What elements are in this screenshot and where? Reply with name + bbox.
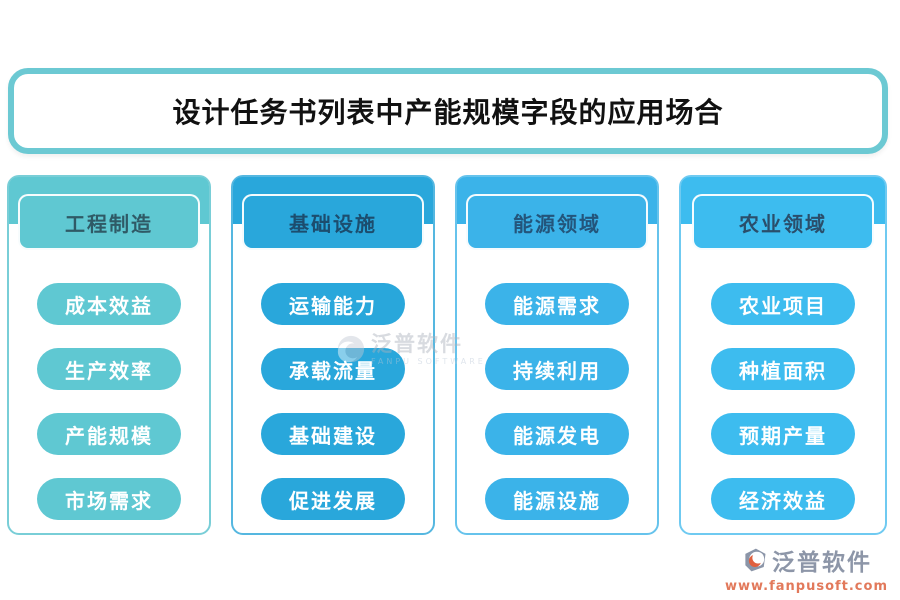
item-pill: 种植面积 <box>711 348 855 390</box>
item-pill: 成本效益 <box>37 283 181 325</box>
category-card-energy: 能源领域 能源需求 持续利用 能源发电 能源设施 <box>455 175 659 535</box>
category-header: 能源领域 <box>466 194 648 250</box>
category-header: 农业领域 <box>692 194 874 250</box>
category-header-label: 农业领域 <box>739 211 827 236</box>
item-pill: 基础建设 <box>261 413 405 455</box>
item-pill: 能源需求 <box>485 283 629 325</box>
category-header-label: 基础设施 <box>289 211 377 236</box>
item-pill: 持续利用 <box>485 348 629 390</box>
fanpu-brand: 泛普软件 www.fanpusoft.com <box>725 543 888 594</box>
category-header: 工程制造 <box>18 194 200 250</box>
item-pill: 承载流量 <box>261 348 405 390</box>
item-pill: 能源设施 <box>485 478 629 520</box>
item-pill: 生产效率 <box>37 348 181 390</box>
category-header-label: 工程制造 <box>65 211 153 236</box>
item-pill: 预期产量 <box>711 413 855 455</box>
item-pill: 农业项目 <box>711 283 855 325</box>
item-pill: 促进发展 <box>261 478 405 520</box>
category-card-engineering: 工程制造 成本效益 生产效率 产能规模 市场需求 <box>7 175 211 535</box>
category-card-infrastructure: 基础设施 运输能力 承载流量 基础建设 促进发展 <box>231 175 435 535</box>
item-pill: 经济效益 <box>711 478 855 520</box>
item-pill: 能源发电 <box>485 413 629 455</box>
brand-name: 泛普软件 <box>771 550 872 576</box>
item-pill: 产能规模 <box>37 413 181 455</box>
page-title: 设计任务书列表中产能规模字段的应用场合 <box>172 96 724 129</box>
item-pill: 运输能力 <box>261 283 405 325</box>
category-card-agriculture: 农业领域 农业项目 种植面积 预期产量 经济效益 <box>679 175 887 535</box>
fanpu-logo-icon <box>745 548 766 572</box>
item-pill: 市场需求 <box>37 478 181 520</box>
brand-url: www.fanpusoft.com <box>724 579 888 594</box>
category-header-label: 能源领域 <box>513 211 601 236</box>
category-header: 基础设施 <box>242 194 424 250</box>
title-box: 设计任务书列表中产能规模字段的应用场合 <box>8 68 888 154</box>
